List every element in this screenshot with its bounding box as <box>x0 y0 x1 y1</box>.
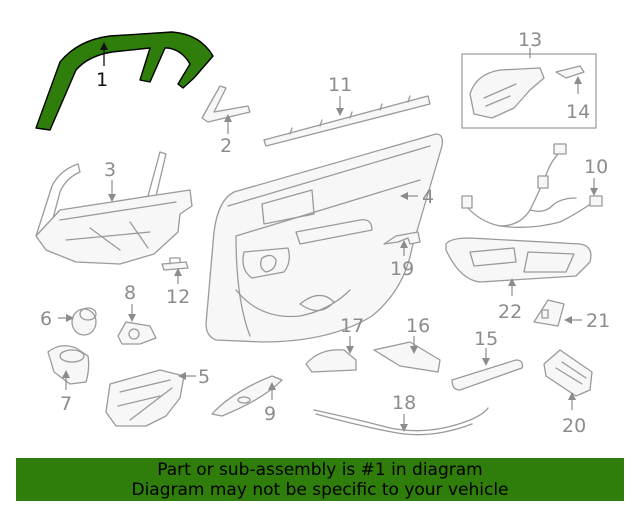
callout-14: 14 <box>566 76 590 123</box>
callout-12: 12 <box>166 268 190 308</box>
banner-line-2: Diagram may not be specific to your vehi… <box>131 479 509 500</box>
part-2-trim-piece <box>201 85 251 123</box>
part-10-wiring-harness <box>461 143 603 228</box>
callout-5: 5 <box>178 366 210 388</box>
svg-text:12: 12 <box>166 286 190 308</box>
svg-text:2: 2 <box>220 135 232 157</box>
callout-1[interactable]: 1 <box>96 42 108 91</box>
part-5-bracket <box>105 369 185 427</box>
part-1-frame-molding[interactable] <box>35 31 214 131</box>
callout-6: 6 <box>40 308 74 330</box>
part-20-switch-housing <box>543 349 593 397</box>
svg-text:5: 5 <box>198 366 210 388</box>
part-12-clip <box>161 257 189 271</box>
svg-text:1: 1 <box>96 69 108 91</box>
callout-19: 19 <box>390 240 414 280</box>
part-4-door-panel <box>205 133 444 343</box>
part-6-cup <box>71 307 97 336</box>
svg-text:3: 3 <box>104 159 116 181</box>
part-18-seal-strip <box>313 407 489 436</box>
part-19-bracket <box>383 231 421 245</box>
parts-diagram: 1 2 3 4 <box>35 29 610 437</box>
svg-text:19: 19 <box>390 258 414 280</box>
svg-text:15: 15 <box>474 328 498 350</box>
svg-text:6: 6 <box>40 308 52 330</box>
callout-17: 17 <box>340 315 364 354</box>
callout-22: 22 <box>498 278 522 323</box>
svg-text:10: 10 <box>584 156 608 178</box>
callout-21: 21 <box>564 310 610 332</box>
svg-text:7: 7 <box>60 393 72 415</box>
info-banner: Part or sub-assembly is #1 in diagram Di… <box>16 458 624 501</box>
svg-text:13: 13 <box>518 29 542 51</box>
svg-text:20: 20 <box>562 415 586 437</box>
svg-text:14: 14 <box>566 101 590 123</box>
callout-18: 18 <box>392 392 416 432</box>
svg-text:18: 18 <box>392 392 416 414</box>
callout-8: 8 <box>124 282 136 322</box>
part-9-trim-strip <box>211 375 283 417</box>
banner-line-1: Part or sub-assembly is #1 in diagram <box>157 459 483 480</box>
part-15-pull-handle <box>451 359 524 391</box>
callout-4: 4 <box>400 186 434 208</box>
callout-7: 7 <box>60 370 72 415</box>
callout-9: 9 <box>264 382 276 425</box>
svg-text:16: 16 <box>406 315 430 337</box>
svg-text:9: 9 <box>264 403 276 425</box>
callout-13: 13 <box>518 29 542 58</box>
part-17-trim-cover <box>305 349 357 373</box>
part-16-armrest-cover <box>373 341 441 373</box>
part-22-switch-panel <box>445 237 592 283</box>
svg-text:21: 21 <box>586 310 610 332</box>
svg-text:4: 4 <box>422 186 434 208</box>
callout-10: 10 <box>584 156 608 196</box>
callout-20: 20 <box>562 392 586 437</box>
callout-16: 16 <box>406 315 430 354</box>
svg-text:22: 22 <box>498 301 522 323</box>
svg-text:8: 8 <box>124 282 136 304</box>
svg-text:11: 11 <box>328 74 352 96</box>
part-7-holder <box>47 345 90 385</box>
detail-box-13-14 <box>461 53 597 129</box>
svg-text:17: 17 <box>340 315 364 337</box>
part-11-belt-molding <box>263 95 431 147</box>
callout-3: 3 <box>104 159 116 202</box>
callout-11: 11 <box>328 74 352 116</box>
part-3-door-carrier <box>35 151 193 265</box>
callout-2: 2 <box>220 114 232 157</box>
part-8-speaker-grille <box>117 321 157 345</box>
part-21-switch <box>533 299 565 327</box>
callout-15: 15 <box>474 328 498 366</box>
